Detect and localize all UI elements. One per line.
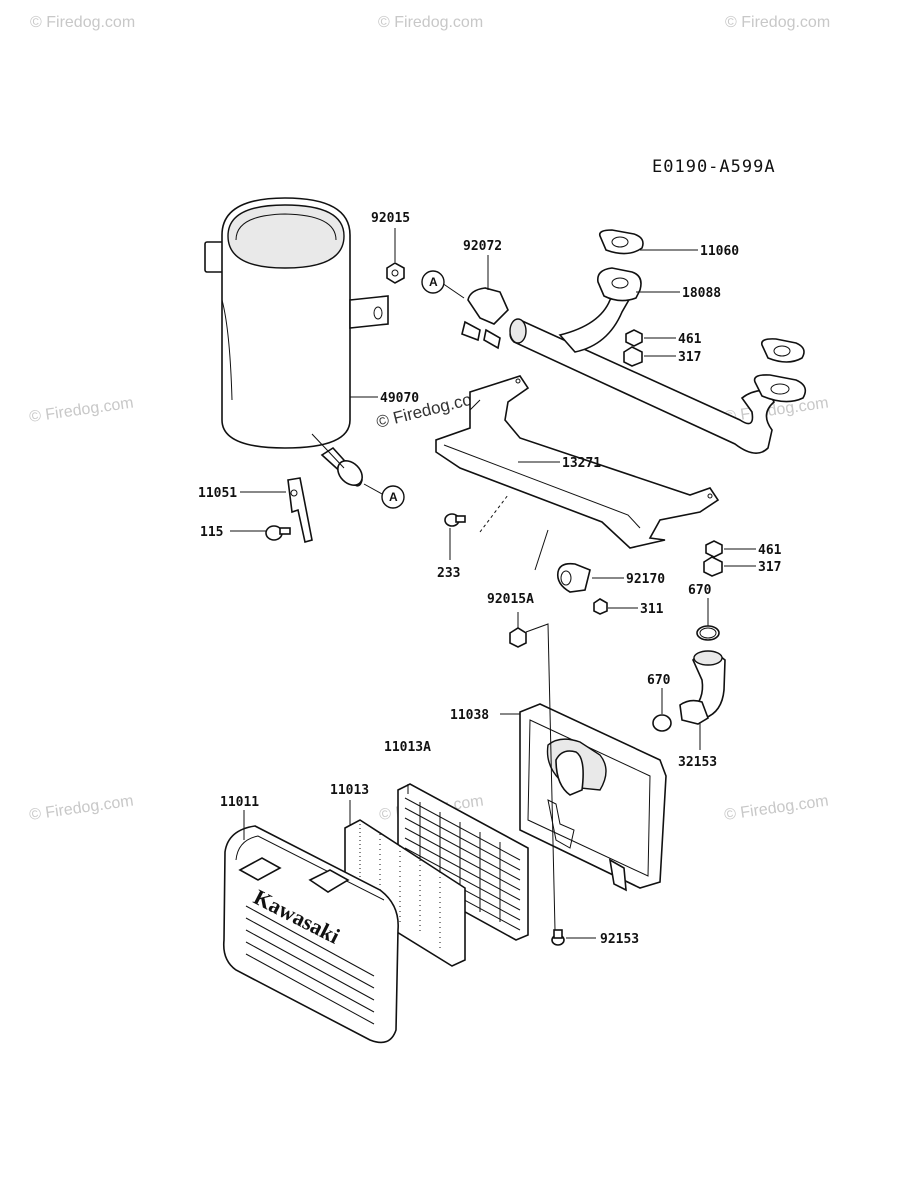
bracket-drawing <box>287 477 313 544</box>
part-label-317-lower: 317 <box>758 560 781 575</box>
muffler-drawing <box>204 197 389 487</box>
part-label-11013: 11013 <box>330 783 369 798</box>
part-label-92170: 92170 <box>626 572 665 587</box>
watermark-text: © Firedog.com <box>725 14 830 31</box>
part-label-92153: 92153 <box>600 932 639 947</box>
part-label-92015A: 92015A <box>487 592 534 607</box>
part-label-115: 115 <box>200 525 223 540</box>
part-label-13271: 13271 <box>562 456 601 471</box>
part-label-461-lower: 461 <box>758 543 782 558</box>
heat-shield-drawing <box>435 375 720 571</box>
bolt-233-drawing <box>444 513 466 527</box>
nut-drawing <box>386 262 405 284</box>
part-label-311: 311 <box>640 602 664 617</box>
part-label-92072: 92072 <box>463 239 502 254</box>
part-label-670-upper: 670 <box>688 583 712 598</box>
callout-letter: A <box>389 490 398 504</box>
part-label-18088: 18088 <box>682 286 721 301</box>
part-label-317: 317 <box>678 350 701 365</box>
exhaust-pipe-drawing <box>509 229 807 454</box>
callout-a-top: A <box>421 270 445 294</box>
watermark-text: © Firedog.com <box>30 14 135 31</box>
part-label-11051: 11051 <box>198 486 237 501</box>
lower-nuts-drawing <box>703 540 723 577</box>
air-cleaner-base-drawing <box>519 703 667 892</box>
part-label-233: 233 <box>437 566 460 581</box>
clamp-92170-drawing <box>556 562 591 593</box>
bolt-92153-drawing <box>551 929 565 946</box>
part-labels: 92015 92072 11060 18088 461 317 49070 13… <box>198 211 782 947</box>
part-label-11013A: 11013A <box>384 740 431 755</box>
part-label-670-lower: 670 <box>647 673 671 688</box>
callout-letter: A <box>429 275 438 289</box>
part-label-11011: 11011 <box>220 795 259 810</box>
part-label-11038: 11038 <box>450 708 489 723</box>
watermark-text: © Firedog.com <box>723 792 829 823</box>
elbow-drawing <box>652 625 726 732</box>
bolt-drawing <box>265 525 291 541</box>
diagram-code: E0190-A599A <box>652 157 776 177</box>
part-label-32153: 32153 <box>678 755 717 770</box>
nut-311-drawing <box>593 598 608 615</box>
watermark-text: © Firedog.com <box>28 792 134 823</box>
clamp-drawing <box>461 287 509 350</box>
part-label-49070: 49070 <box>380 391 419 406</box>
leader-lines <box>230 228 756 939</box>
part-label-92015: 92015 <box>371 211 410 226</box>
part-label-11060: 11060 <box>700 244 739 259</box>
callout-a-bottom: A <box>381 485 405 509</box>
watermark-text: © Firedog.com <box>378 14 483 31</box>
nut-92015A-drawing <box>509 627 527 648</box>
watermark-text: © Firedog.com <box>28 394 134 425</box>
upper-nuts-drawing <box>623 329 643 367</box>
part-label-461: 461 <box>678 332 702 347</box>
cover-drawing: Kawasaki <box>222 825 399 1044</box>
